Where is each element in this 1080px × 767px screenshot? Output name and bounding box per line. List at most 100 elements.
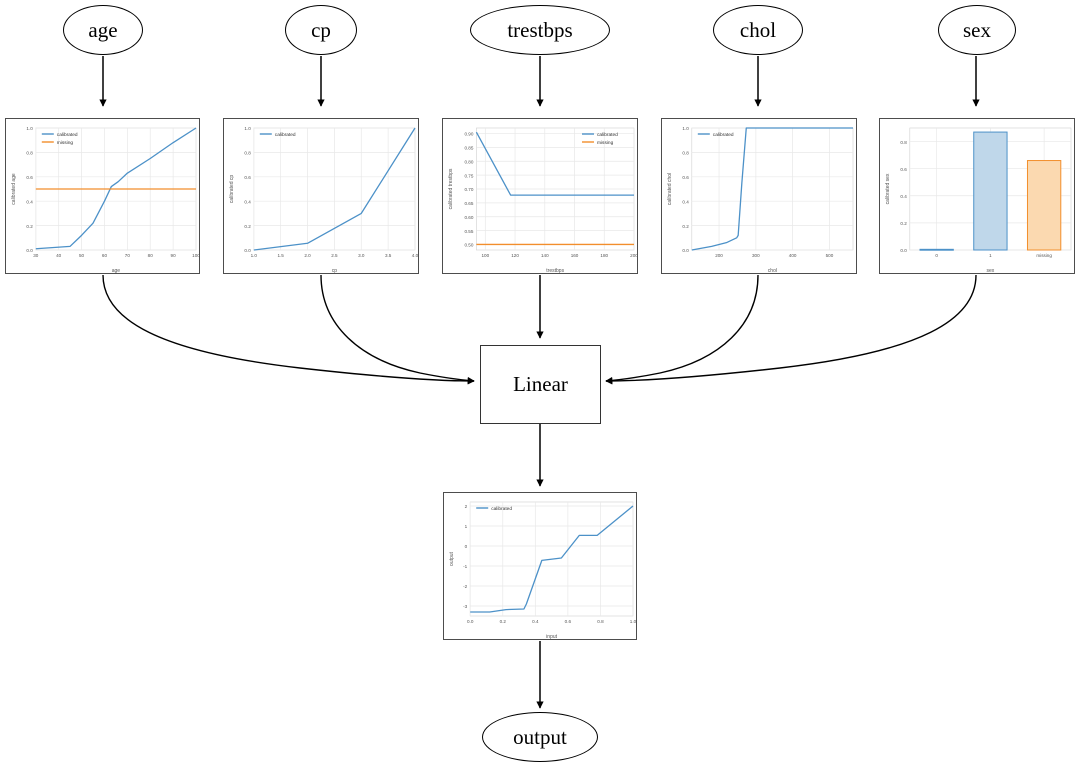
chart-cp-ylabel: calibrated cp [229, 175, 235, 204]
chart-trestbps-xtick: 100 [481, 253, 489, 258]
chart-sex-xtick: missing [1036, 253, 1052, 258]
chart-trestbps-xtick: 160 [571, 253, 579, 258]
node-trestbps[interactable]: trestbps [470, 5, 610, 55]
chart-chol-xtick: 200 [715, 253, 723, 258]
chart-output-ylabel: output [449, 551, 455, 566]
chart-cp-legend-label: calibrated [275, 132, 296, 138]
chart-trestbps-xtick: 120 [511, 253, 519, 258]
edge-chart-age-to-linear [102, 274, 475, 385]
chart-cp-ytick: 0.4 [244, 199, 251, 204]
chart-trestbps-xlabel: trestbps [546, 268, 564, 274]
chart-cp-xtick: 4.0 [412, 253, 419, 258]
chart-trestbps-xtick: 180 [600, 253, 608, 258]
node-linear[interactable]: Linear [480, 345, 601, 424]
chart-sex-ytick: 0.4 [900, 194, 907, 199]
chart-cp-ytick: 1.0 [244, 126, 251, 131]
chart-trestbps-ytick: 0.50 [464, 243, 473, 248]
node-trestbps-label: trestbps [507, 17, 573, 42]
chart-cp-ytick: 0.0 [244, 248, 251, 253]
chart-output-xlabel: input [546, 634, 557, 640]
chart-age-ytick: 0.6 [26, 175, 33, 180]
chart-trestbps-series-calibrated [475, 131, 634, 196]
node-cp-label: cp [311, 17, 331, 42]
chart-output-ytick: 1 [465, 524, 468, 529]
chart-age-xtick: 50 [79, 253, 85, 258]
node-linear-label: Linear [513, 372, 568, 396]
chart-age-xtick: 90 [171, 253, 177, 258]
chart-chol-xlabel: chol [768, 268, 777, 274]
chart-sex-ylabel: calibrated sex [885, 173, 891, 204]
chart-cp-xtick: 3.0 [358, 253, 365, 258]
chart-age-ytick: 0.8 [26, 151, 33, 156]
chart-output-ytick: -2 [463, 584, 468, 589]
chart-sex-bar [1026, 160, 1062, 251]
node-cp[interactable]: cp [285, 5, 357, 55]
chart-age-xtick: 60 [102, 253, 108, 258]
chart-output-xtick: 0.0 [467, 619, 474, 624]
chart-sex-ytick: 0.0 [900, 248, 907, 253]
chart-trestbps-legend-label: missing [597, 140, 614, 146]
chart-sex-xlabel: sex [987, 268, 995, 274]
chart-output-legend-label: calibrated [491, 506, 512, 512]
node-age-label: age [88, 17, 118, 42]
chart-chol-ylabel: calibrated chol [667, 173, 673, 205]
node-chol[interactable]: chol [713, 5, 803, 55]
chart-chol-xtick: 400 [789, 253, 797, 258]
node-sex[interactable]: sex [938, 5, 1016, 55]
chart-output-ytick: -1 [463, 564, 468, 569]
chart-cp-xtick: 1.0 [251, 253, 258, 258]
edge-chart-chol-to-linear [605, 274, 759, 384]
node-sex-label: sex [963, 17, 991, 42]
chart-age-xlabel: age [112, 268, 121, 274]
chart-trestbps-legend-label: calibrated [597, 132, 618, 138]
chart-cp-xtick: 1.5 [277, 253, 284, 258]
chart-output-xtick: 0.6 [565, 619, 572, 624]
chart-chol-series-calibrated [691, 127, 853, 251]
chart-trestbps-ytick: 0.65 [464, 201, 473, 206]
chart-cp-xlabel: cp [332, 268, 338, 274]
chart-chol-ytick: 0.4 [682, 199, 689, 204]
chart-output-series-calibrated [470, 505, 634, 613]
chart-trestbps-ylabel: calibrated trestbps [448, 168, 454, 209]
chart-chol-ytick: 0.2 [682, 224, 689, 229]
chart-age-ytick: 1.0 [26, 126, 33, 131]
chart-cp-xtick: 2.5 [331, 253, 338, 258]
chart-chol-ytick: 1.0 [682, 126, 689, 131]
chart-output-ytick: -3 [463, 604, 468, 609]
chart-trestbps-xtick: 200 [630, 253, 638, 258]
chart-output-xtick: 1.0 [630, 619, 637, 624]
chart-age-ytick: 0.4 [26, 199, 33, 204]
chart-sex-bar [919, 248, 954, 251]
chart-age-series-calibrated [35, 127, 197, 250]
chart-sex-ytick: 0.8 [900, 140, 907, 145]
chart-output-xtick: 0.8 [597, 619, 604, 624]
node-age[interactable]: age [63, 5, 143, 55]
chart-age-xtick: 80 [148, 253, 154, 258]
chart-sex-ytick: 0.2 [900, 221, 907, 226]
chart-sex-bar [973, 131, 1008, 251]
chart-trestbps-ytick: 0.55 [464, 229, 473, 234]
node-output-label: output [513, 724, 567, 749]
chart-age-ytick: 0.0 [26, 248, 33, 253]
node-output[interactable]: output [482, 712, 598, 762]
chart-trestbps-ytick: 0.75 [464, 173, 473, 178]
chart-cp-xtick: 3.5 [385, 253, 392, 258]
chart-chol-ytick: 0.6 [682, 175, 689, 180]
chart-age-xtick: 70 [125, 253, 131, 258]
chart-cp-ytick: 0.2 [244, 224, 251, 229]
chart-age-xtick: 100 [192, 253, 200, 258]
chart-output-xtick: 0.2 [500, 619, 507, 624]
chart-trestbps-ytick: 0.85 [464, 146, 473, 151]
chart-chol-xtick: 500 [826, 253, 834, 258]
chart-trestbps-ytick: 0.70 [464, 187, 473, 192]
chart-cp-series-calibrated [253, 127, 416, 251]
chart-output-ytick: 0 [465, 544, 468, 549]
